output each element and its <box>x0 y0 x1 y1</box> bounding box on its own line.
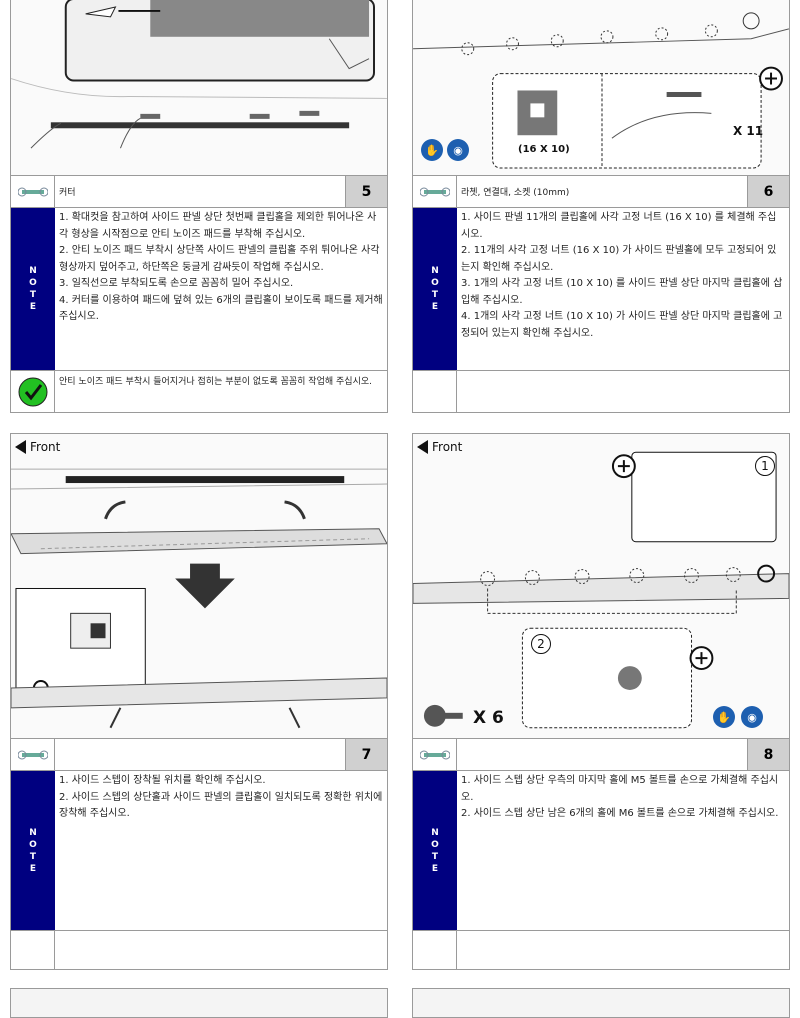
quantity-label: X 11 <box>733 124 764 138</box>
gloves-icon: ✋ <box>713 706 735 728</box>
step-7-tip <box>11 931 387 969</box>
step-5-header: 커터 5 <box>11 176 387 208</box>
front-direction-indicator: Front <box>417 440 462 454</box>
callout-2: 2 <box>531 634 551 654</box>
step-number: 7 <box>345 739 387 770</box>
callout-1: 1 <box>755 456 775 476</box>
tool-name: 라쳇, 연결대, 소켓 (10mm) <box>461 188 570 198</box>
step-6-illustration: (16 X 10) X 11 ✋ ◉ <box>413 0 789 176</box>
step-6-panel: (16 X 10) X 11 ✋ ◉ 라쳇, 연결대, 소켓 (10mm) 6 … <box>412 0 790 413</box>
tool-name <box>55 739 345 770</box>
step-8-illustration: Front 1 2 X 6 ✋ ◉ <box>413 434 789 739</box>
note-item: 1. 사이드 스텝 상단 우측의 마지막 홀에 M5 볼트를 손으로 가체결해 … <box>461 775 779 803</box>
step-5-tip: 안티 노이즈 패드 부착시 들어지거나 접히는 부분이 없도록 꼼꼼히 작업해 … <box>11 371 387 412</box>
step-7-header: 7 <box>11 739 387 771</box>
note-item: 1. 확대컷을 참고하여 사이드 판넬 상단 첫번째 클립홀을 제외한 튀어나온… <box>59 212 377 240</box>
wrench-icon <box>11 739 55 770</box>
step-number: 8 <box>747 739 789 770</box>
step-6-header: 라쳇, 연결대, 소켓 (10mm) 6 <box>413 176 789 208</box>
goggles-icon: ◉ <box>447 139 469 161</box>
note-item: 4. 커터를 이용하여 패드에 덮혀 있는 6개의 클립홀이 보이도록 패드를 … <box>59 294 383 323</box>
part-size-label: (16 X 10) <box>518 144 570 155</box>
note-item: 2. 사이드 스텝의 상단홀과 사이드 판넬의 클립홀이 일치되도록 정확한 위… <box>59 791 383 820</box>
note-item: 2. 11개의 사각 고정 너트 (16 X 10) 가 사이드 판넬홀에 모두… <box>461 245 777 273</box>
step-5-illustration <box>11 0 387 176</box>
wrench-icon <box>11 176 55 207</box>
wrench-icon <box>413 176 457 207</box>
step-9-panel-partial <box>10 988 388 1018</box>
checkmark-icon <box>11 371 55 412</box>
quantity-label: X 6 <box>473 708 504 728</box>
step-number: 6 <box>747 176 789 207</box>
step-7-illustration: Front <box>11 434 387 739</box>
step-8-header: 8 <box>413 739 789 771</box>
note-item: 1. 사이드 스텝이 장착될 위치를 확인해 주십시오. <box>59 775 266 786</box>
gloves-icon: ✋ <box>421 139 443 161</box>
tip-text: 안티 노이즈 패드 부착시 들어지거나 접히는 부분이 없도록 꼼꼼히 작업해 … <box>59 377 372 387</box>
tool-name <box>457 739 747 770</box>
step-8-tip <box>413 931 789 969</box>
step-6-tip <box>413 371 789 412</box>
wrench-icon <box>413 739 457 770</box>
tool-name: 커터 <box>59 188 76 198</box>
arrow-left-icon <box>15 440 26 454</box>
note-item: 2. 안티 노이즈 패드 부착시 상단쪽 사이드 판넬의 클립홀 주위 튀어나온… <box>59 245 380 273</box>
note-item: 2. 사이드 스텝 상단 남은 6개의 홀에 M6 볼트를 손으로 가체결해 주… <box>461 808 779 819</box>
arrow-left-icon <box>417 440 428 454</box>
note-item: 3. 일직선으로 부착되도록 손으로 꼼꼼히 밀어 주십시오. <box>59 278 294 289</box>
step-10-panel-partial <box>412 988 790 1018</box>
note-item: 4. 1개의 사각 고정 너트 (10 X 10) 가 사이드 판넬 상단 마지… <box>461 311 783 339</box>
front-direction-indicator: Front <box>15 440 60 454</box>
goggles-icon: ◉ <box>741 706 763 728</box>
step-number: 5 <box>345 176 387 207</box>
note-item: 3. 1개의 사각 고정 너트 (10 X 10) 를 사이드 판넬 상단 마지… <box>461 278 783 306</box>
note-item: 1. 사이드 판넬 11개의 클립홀에 사각 고정 너트 (16 X 10) 를… <box>461 212 777 240</box>
